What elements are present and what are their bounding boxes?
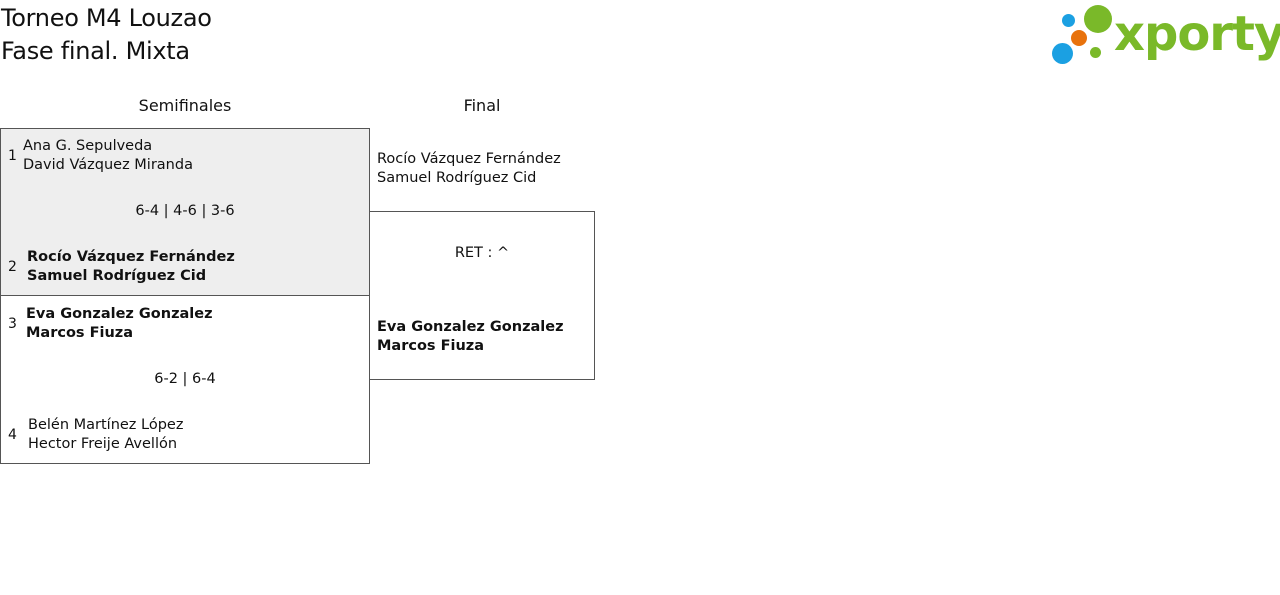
player-name: Belén Martínez López — [28, 417, 184, 433]
player-name: Rocío Vázquez Fernández — [27, 249, 235, 265]
semifinal-match-1[interactable]: 1 Ana G. Sepulveda David Vázquez Miranda… — [0, 128, 370, 296]
match-score: 6-2 | 6-4 — [154, 371, 216, 387]
player-name: Eva Gonzalez Gonzalez — [377, 319, 564, 335]
final-team-2: Eva Gonzalez Gonzalez Marcos Fiuza — [377, 318, 564, 356]
logo-text: xporty — [1114, 6, 1280, 62]
seed-number: 2 — [8, 259, 17, 275]
player-name: Marcos Fiuza — [26, 325, 134, 341]
round-label-semifinals: Semifinales — [138, 96, 232, 115]
match-score: 6-4 | 4-6 | 3-6 — [135, 203, 235, 219]
seed-number: 3 — [8, 316, 17, 332]
final-match[interactable]: RET : ^ Eva Gonzalez Gonzalez Marcos Fiu… — [369, 211, 595, 380]
phase-name: Fase final. Mixta — [1, 37, 190, 65]
player-name: Samuel Rodríguez Cid — [377, 170, 537, 186]
logo-dot-green-large — [1084, 5, 1112, 33]
seed-number: 1 — [8, 148, 17, 164]
logo-dot-blue-large — [1052, 43, 1073, 64]
semifinal-match-2[interactable]: 3 Eva Gonzalez Gonzalez Marcos Fiuza 6-2… — [0, 295, 370, 464]
player-name: Samuel Rodríguez Cid — [27, 268, 207, 284]
seed-number: 4 — [8, 427, 17, 443]
round-label-final: Final — [463, 96, 501, 115]
match-score: RET : ^ — [454, 245, 510, 261]
player-name: Rocío Vázquez Fernández — [377, 151, 561, 167]
player-name: David Vázquez Miranda — [23, 157, 193, 173]
page-title: Torneo M4 Louzao Fase final. Mixta — [1, 2, 212, 68]
player-name: Ana G. Sepulveda — [23, 138, 153, 154]
player-name: Marcos Fiuza — [377, 338, 485, 354]
logo-dot-blue-small — [1062, 14, 1075, 27]
player-name: Hector Freije Avellón — [28, 436, 178, 452]
tournament-name: Torneo M4 Louzao — [1, 4, 212, 32]
xporty-logo[interactable]: xporty — [1050, 4, 1280, 68]
final-team-1: Rocío Vázquez Fernández Samuel Rodríguez… — [377, 150, 561, 188]
logo-dot-green-small — [1090, 47, 1101, 58]
logo-dot-orange — [1071, 30, 1087, 46]
player-name: Eva Gonzalez Gonzalez — [26, 306, 213, 322]
